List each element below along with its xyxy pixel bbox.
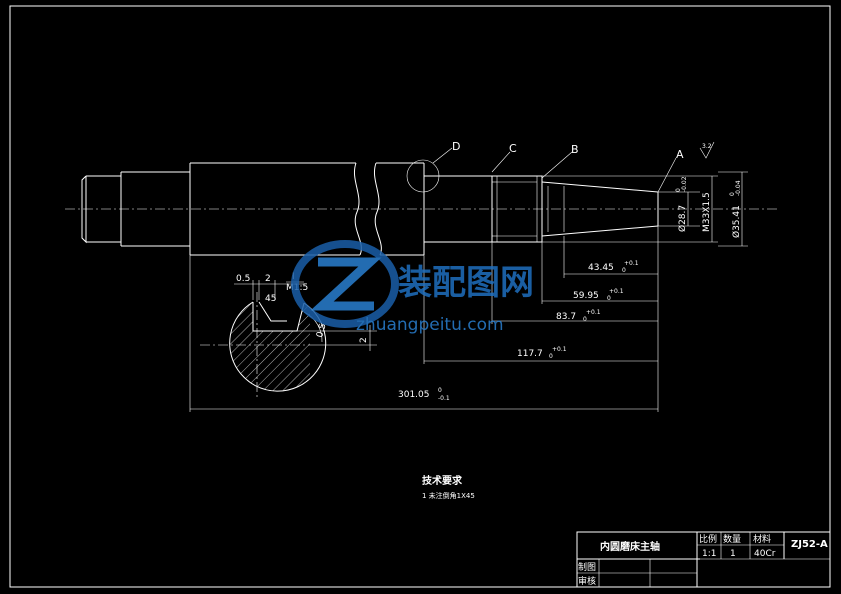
- dim-83-7-tol-lo: 0: [583, 316, 587, 323]
- dim-dia-28-7-tol-lo: -0.02: [681, 176, 688, 192]
- tb-checked: 审核: [578, 575, 596, 587]
- label-a: A: [676, 148, 684, 161]
- dim-117-7-tol-up: +0.1: [552, 346, 567, 353]
- tb-drawn: 制图: [578, 561, 596, 573]
- dim-83-7-tol-up: +0.1: [586, 309, 601, 316]
- sec-angle-45: 45: [265, 294, 276, 304]
- dim-dia-35-41: Ø35.41: [731, 205, 742, 238]
- roughness-value: 3.2: [702, 143, 712, 150]
- dim-117-7-tol-lo: 0: [549, 353, 553, 360]
- sec-dim-2: 2: [265, 274, 271, 284]
- notes-item-1: 1 未注倒角1X45: [422, 491, 475, 500]
- dim-43-45-tol-up: +0.1: [624, 260, 639, 267]
- label-b: B: [571, 143, 579, 156]
- watermark: 装配图网 zhuangpeitu.com: [291, 240, 534, 335]
- dim-301-05-tol-up: 0: [438, 387, 442, 394]
- dim-dia-28-7-tol-up: 0: [675, 188, 682, 192]
- tb-v-scale: 1:1: [702, 549, 716, 559]
- dim-59-95-tol-up: +0.1: [609, 288, 624, 295]
- dim-59-95-tol-lo: 0: [607, 295, 611, 302]
- tb-h-material: 材料: [753, 533, 771, 545]
- dim-thread: M33X1.5: [702, 192, 712, 232]
- dim-43-45: 43.45: [588, 263, 614, 273]
- dim-dia-35-41-tol-up: 0: [729, 192, 736, 196]
- sec-dim-0-5: 0.5: [236, 274, 250, 284]
- dim-43-45-tol-lo: 0: [622, 267, 626, 274]
- label-c: C: [509, 142, 517, 155]
- label-d: D: [452, 140, 460, 153]
- watermark-cn: 装配图网: [398, 263, 534, 303]
- tb-part-name: 内圆磨床主轴: [600, 540, 660, 553]
- drawing-border: [9, 5, 831, 588]
- length-dims: 43.45 +0.1 0 59.95 +0.1 0 83.7 +0.1 0 11…: [189, 226, 659, 412]
- dim-301-05: 301.05: [398, 390, 430, 400]
- watermark-url: zhuangpeitu.com: [356, 315, 504, 335]
- sec-dim-2b: 2: [359, 337, 369, 343]
- tb-drawing-no: ZJ52-A: [791, 539, 828, 550]
- roughness-symbol: 3.2: [699, 141, 715, 159]
- shaft-profile: [81, 162, 659, 256]
- dim-59-95: 59.95: [573, 291, 599, 301]
- dim-301-05-tol-lo: -0.1: [438, 395, 450, 402]
- tb-h-qty: 数量: [723, 533, 741, 545]
- dim-117-7: 117.7: [517, 349, 543, 359]
- notes-title: 技术要求: [422, 474, 463, 487]
- tb-h-scale: 比例: [699, 533, 717, 545]
- sec-dim-0-5b: 0.5: [315, 322, 328, 338]
- title-block: 内圆磨床主轴 比例 数量 材料 1:1 1 40Cr ZJ52-A 制图 审核: [576, 531, 831, 588]
- detail-circle-d: [406, 159, 440, 193]
- dim-83-7: 83.7: [556, 312, 576, 322]
- dim-dia-35-41-tol-lo: -0.04: [735, 180, 742, 196]
- tb-v-material: 40Cr: [754, 549, 776, 559]
- diameter-dims: Ø28.7 0 -0.02 M33X1.5 Ø35.41 0 -0.04: [542, 171, 748, 247]
- dim-dia-28-7: Ø28.7: [677, 205, 688, 232]
- section-view: 0.5 2 I M1:5 45 0.5 2: [200, 272, 377, 398]
- tb-v-qty: 1: [730, 549, 736, 559]
